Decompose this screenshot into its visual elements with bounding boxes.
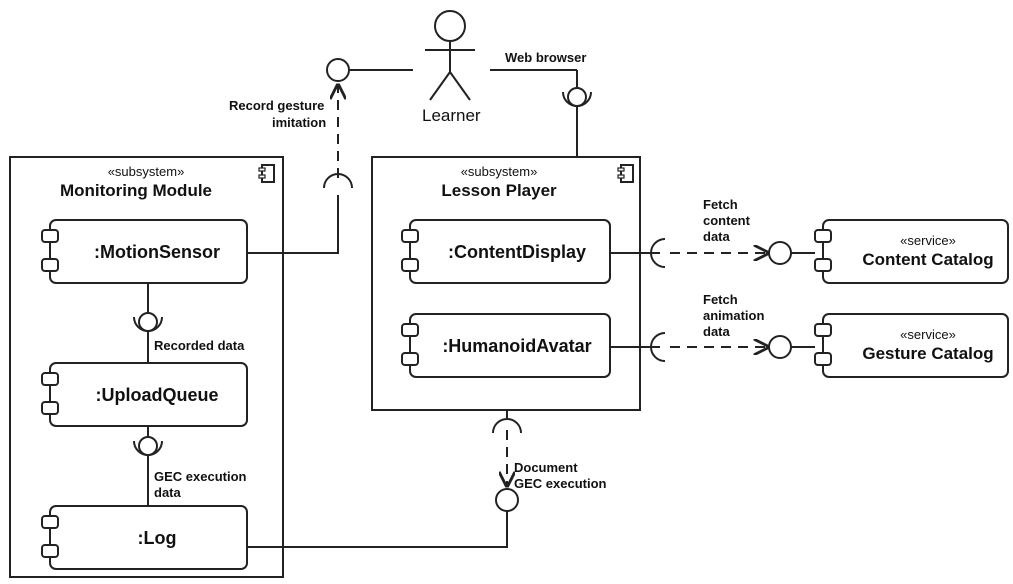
provided-interface-document	[495, 488, 519, 512]
record-socket	[323, 173, 353, 189]
learner-actor: Learner	[422, 10, 481, 125]
component-humanoid-avatar: :HumanoidAvatar	[401, 313, 611, 378]
gesture-catalog-interface	[768, 335, 792, 359]
component-log: :Log	[41, 505, 248, 570]
service-gesture-catalog: «service» Gesture Catalog	[814, 313, 1009, 378]
recorded-data-socket	[133, 316, 163, 332]
label-gec-exec-2: data	[154, 485, 182, 500]
label-gec-exec-1: GEC execution	[154, 469, 247, 484]
label-fetch-content-3: data	[703, 229, 731, 244]
content-catalog-interface	[768, 241, 792, 265]
animation-socket	[650, 332, 666, 362]
component-icon	[617, 164, 634, 183]
label-fetch-anim-3: data	[703, 324, 731, 339]
player-title: Lesson Player	[441, 181, 557, 200]
content-socket	[650, 238, 666, 268]
gesture-catalog-title: Gesture Catalog	[862, 344, 993, 363]
document-socket	[492, 418, 522, 434]
content-display-label: :ContentDisplay	[448, 242, 586, 262]
label-document-1: Document	[514, 460, 578, 475]
log-label: :Log	[138, 528, 177, 548]
upload-queue-label: :UploadQueue	[95, 385, 218, 405]
log-connector	[247, 511, 508, 548]
component-upload-queue: :UploadQueue	[41, 362, 248, 427]
gec-data-socket	[133, 440, 163, 456]
monitoring-stereotype: «subsystem»	[108, 164, 185, 179]
component-content-display: :ContentDisplay	[401, 219, 611, 284]
motion-sensor-label: :MotionSensor	[94, 242, 220, 262]
label-record-gesture-2: imitation	[272, 115, 326, 130]
monitoring-title: Monitoring Module	[60, 181, 212, 200]
label-fetch-content-2: content	[703, 213, 751, 228]
actor-label: Learner	[422, 106, 481, 125]
label-document-2: GEC execution	[514, 476, 607, 491]
gesture-catalog-stereotype: «service»	[900, 327, 956, 342]
player-stereotype: «subsystem»	[461, 164, 538, 179]
label-fetch-anim-2: animation	[703, 308, 764, 323]
motion-sensor-connector	[247, 195, 339, 254]
content-catalog-title: Content Catalog	[862, 250, 993, 269]
humanoid-avatar-label: :HumanoidAvatar	[442, 336, 591, 356]
label-recorded-data: Recorded data	[154, 338, 245, 353]
web-browser-ball	[567, 87, 587, 107]
service-content-catalog: «service» Content Catalog	[814, 219, 1009, 284]
label-fetch-anim-1: Fetch	[703, 292, 738, 307]
component-motion-sensor: :MotionSensor	[41, 219, 248, 284]
label-web-browser: Web browser	[505, 50, 586, 65]
label-record-gesture-1: Record gesture	[229, 98, 324, 113]
label-fetch-content-1: Fetch	[703, 197, 738, 212]
web-browser-socket	[562, 91, 592, 107]
provided-interface-record	[326, 58, 350, 82]
component-icon	[258, 164, 275, 183]
content-catalog-stereotype: «service»	[900, 233, 956, 248]
